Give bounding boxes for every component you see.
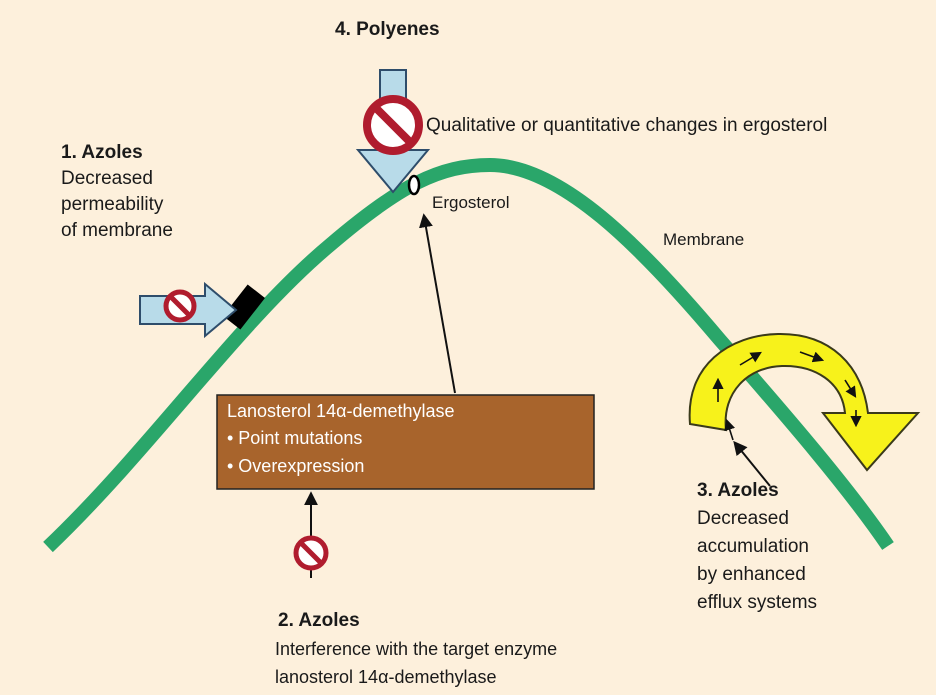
prohibition-sign-icon bbox=[163, 289, 197, 323]
enzyme-box-title: Lanosterol 14α-demethylase bbox=[227, 401, 455, 421]
enzyme-box-bullet: • Overexpression bbox=[227, 456, 364, 476]
ergosterol-label: Ergosterol bbox=[432, 193, 509, 212]
azoles1-description-line: permeability bbox=[61, 194, 164, 215]
pump-pointer-arrow bbox=[733, 440, 771, 487]
azoles3-description-line: efflux systems bbox=[697, 592, 817, 613]
azoles2-description-line: Interference with the target enzyme bbox=[275, 639, 557, 659]
prohibition-sign-icon bbox=[293, 535, 329, 571]
azoles1-description-line: of membrane bbox=[61, 220, 173, 241]
curved-arrow-icon bbox=[688, 332, 921, 472]
azoles3-title: 3. Azoles bbox=[697, 480, 779, 501]
membrane-curve bbox=[43, 157, 894, 553]
azoles1-description-line: Decreased bbox=[61, 168, 153, 189]
ergosterol-molecule bbox=[407, 174, 421, 196]
synthesis-arrow bbox=[419, 213, 456, 394]
azoles3-description-line: by enhanced bbox=[697, 564, 806, 585]
polyenes-title: 4. Polyenes bbox=[335, 19, 440, 40]
azoles3-description-line: accumulation bbox=[697, 536, 809, 557]
azoles1-title: 1. Azoles bbox=[61, 142, 143, 163]
enzyme-box bbox=[216, 394, 595, 490]
enzyme-box-bullet: • Point mutations bbox=[227, 428, 362, 448]
azoles2-description-line: lanosterol 14α-demethylase bbox=[275, 667, 497, 687]
azoles3-description-line: Decreased bbox=[697, 508, 789, 529]
prohibition-sign-icon bbox=[363, 95, 423, 155]
polyenes-description: Qualitative or quantitative changes in e… bbox=[426, 115, 827, 136]
membrane-channel bbox=[223, 284, 265, 330]
azoles2-title: 2. Azoles bbox=[278, 610, 360, 631]
membrane-label: Membrane bbox=[663, 230, 744, 249]
